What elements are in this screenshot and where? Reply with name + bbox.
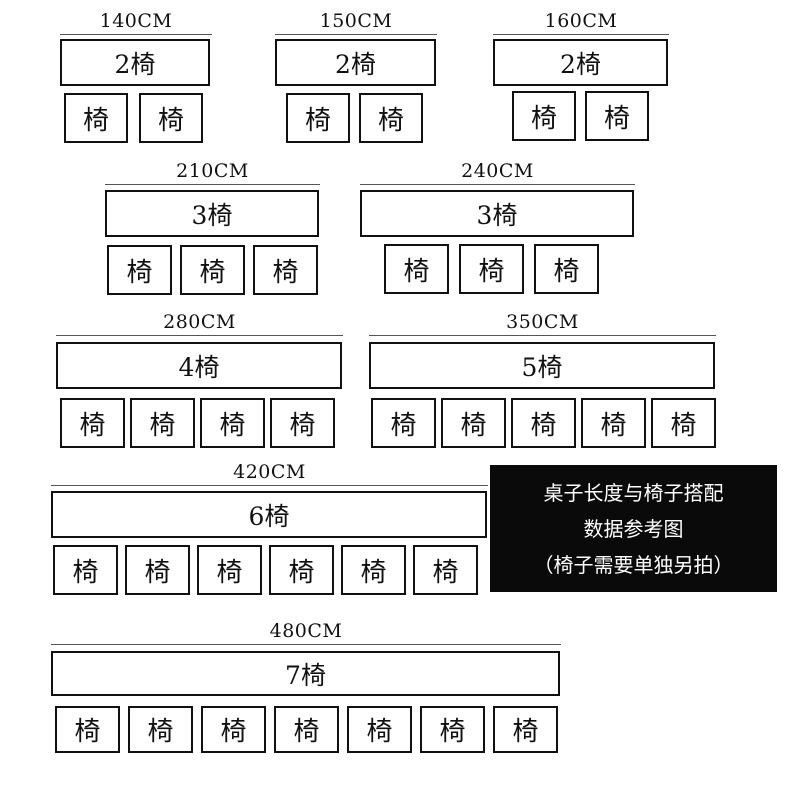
chair: 椅 <box>125 545 190 595</box>
table-box: 4椅 <box>56 342 342 389</box>
dimension-line <box>493 34 669 35</box>
chair-row: 椅 椅 椅 椅 椅 椅 <box>53 545 478 595</box>
note-line-title: 桌子长度与椅子搭配 <box>543 480 724 505</box>
size-label: 160CM <box>544 10 618 32</box>
group-140: 140CM 2椅 椅 椅 <box>60 10 212 145</box>
dimension-line <box>51 644 561 645</box>
chair-row: 椅 椅 <box>512 91 649 141</box>
chair: 椅 <box>384 244 449 294</box>
chair: 椅 <box>200 398 265 448</box>
table-box: 7椅 <box>51 651 560 696</box>
chair-row: 椅 椅 椅 <box>107 245 318 295</box>
chair-row: 椅 椅 椅 椅 椅 <box>371 398 716 448</box>
chair: 椅 <box>130 398 195 448</box>
chair: 椅 <box>197 545 262 595</box>
table-box: 3椅 <box>360 190 634 237</box>
chair: 椅 <box>441 398 506 448</box>
group-350: 350CM 5椅 椅 椅 椅 椅 椅 <box>369 311 716 451</box>
chair-row: 椅 椅 椅 <box>384 244 599 294</box>
group-160: 160CM 2椅 椅 椅 <box>493 10 669 145</box>
chair: 椅 <box>53 545 118 595</box>
chair: 椅 <box>55 706 120 753</box>
note-line-subtitle: 数据参考图 <box>583 516 684 541</box>
chair: 椅 <box>60 398 125 448</box>
dimension-line <box>275 34 437 35</box>
table-box: 5椅 <box>369 342 715 389</box>
chair: 椅 <box>64 93 128 143</box>
chair-row: 椅 椅 椅 椅 椅 椅 椅 <box>55 706 558 753</box>
chair-row: 椅 椅 <box>286 93 423 143</box>
size-label: 420CM <box>233 461 306 483</box>
chair-row: 椅 椅 <box>64 93 203 143</box>
dimension-line <box>360 184 635 185</box>
size-label: 210CM <box>176 160 249 182</box>
size-label: 140CM <box>99 10 173 32</box>
group-150: 150CM 2椅 椅 椅 <box>275 10 437 145</box>
dimension-line <box>60 34 212 35</box>
chair: 椅 <box>413 545 478 595</box>
chair: 椅 <box>269 545 334 595</box>
size-label: 350CM <box>506 311 579 333</box>
size-label: 150CM <box>319 10 393 32</box>
group-280: 280CM 4椅 椅 椅 椅 椅 <box>56 311 343 451</box>
chair: 椅 <box>511 398 576 448</box>
chair: 椅 <box>341 545 406 595</box>
chair: 椅 <box>534 244 599 294</box>
reference-note: 桌子长度与椅子搭配 数据参考图 （椅子需要单独另拍） <box>490 465 777 592</box>
chair: 椅 <box>359 93 423 143</box>
chair: 椅 <box>585 91 649 141</box>
chair: 椅 <box>128 706 193 753</box>
group-240: 240CM 3椅 椅 椅 椅 <box>360 160 635 300</box>
group-420: 420CM 6椅 椅 椅 椅 椅 椅 椅 <box>51 461 488 601</box>
chair: 椅 <box>651 398 716 448</box>
size-label: 280CM <box>163 311 236 333</box>
chair: 椅 <box>459 244 524 294</box>
chair: 椅 <box>512 91 576 141</box>
note-line-remark: （椅子需要单独另拍） <box>533 552 734 577</box>
chair: 椅 <box>347 706 412 753</box>
chair: 椅 <box>274 706 339 753</box>
chair: 椅 <box>420 706 485 753</box>
chair: 椅 <box>253 245 318 295</box>
chair: 椅 <box>139 93 203 143</box>
dimension-line <box>51 485 488 486</box>
chair: 椅 <box>371 398 436 448</box>
group-480: 480CM 7椅 椅 椅 椅 椅 椅 椅 椅 <box>51 620 561 760</box>
chair: 椅 <box>581 398 646 448</box>
size-label: 240CM <box>461 160 534 182</box>
dimension-line <box>56 335 343 336</box>
chair: 椅 <box>493 706 558 753</box>
table-box: 2椅 <box>60 39 210 86</box>
size-label: 480CM <box>269 620 343 642</box>
table-box: 6椅 <box>51 491 487 538</box>
table-box: 2椅 <box>493 39 668 86</box>
chair: 椅 <box>270 398 335 448</box>
chair-row: 椅 椅 椅 椅 <box>60 398 335 448</box>
chair: 椅 <box>180 245 245 295</box>
dimension-line <box>105 184 320 185</box>
group-210: 210CM 3椅 椅 椅 椅 <box>105 160 320 300</box>
chair: 椅 <box>286 93 350 143</box>
chair: 椅 <box>107 245 172 295</box>
table-box: 3椅 <box>105 190 319 237</box>
table-box: 2椅 <box>275 39 436 86</box>
dimension-line <box>369 335 716 336</box>
chair: 椅 <box>201 706 266 753</box>
